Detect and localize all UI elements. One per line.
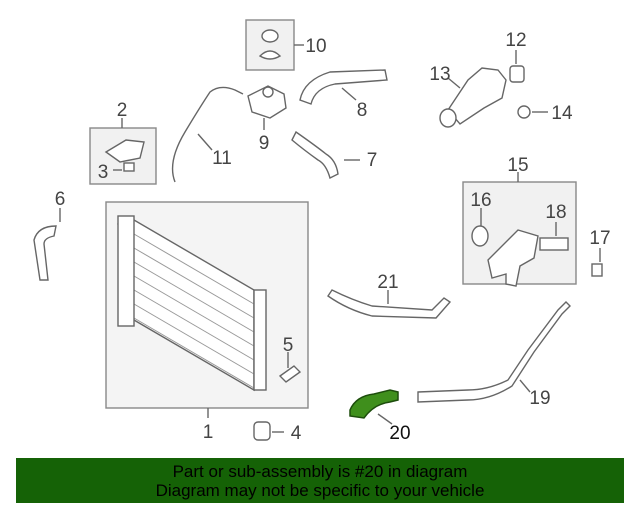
part-7-hose[interactable] (291, 130, 339, 180)
info-banner: Part or sub-assembly is #20 in diagram D… (16, 458, 624, 503)
callout-21: 21 (377, 272, 398, 293)
banner-line-2: Diagram may not be specific to your vehi… (155, 481, 485, 500)
callout-9: 9 (259, 133, 270, 154)
part-6-hose[interactable] (33, 225, 57, 281)
part-20-hose-highlighted[interactable] (349, 389, 399, 425)
callout-15: 15 (507, 155, 528, 176)
callout-1: 1 (203, 422, 214, 443)
part-9-fitting[interactable] (247, 85, 287, 130)
callout-13: 13 (429, 64, 450, 85)
part-15-thermostat-assembly[interactable] (462, 172, 577, 287)
callout-11: 11 (212, 148, 232, 169)
callout-19: 19 (529, 388, 550, 409)
part-8-hose[interactable] (299, 69, 388, 105)
part-5-drain-plug[interactable] (278, 352, 302, 383)
part-14-nut[interactable] (517, 105, 548, 119)
callout-10: 10 (305, 36, 326, 57)
callout-8: 8 (357, 100, 368, 121)
callout-5: 5 (283, 335, 294, 356)
callout-6: 6 (55, 189, 66, 210)
callout-2: 2 (117, 100, 128, 121)
part-10-cap[interactable] (245, 19, 304, 71)
part-13-housing[interactable] (439, 67, 507, 128)
callout-16: 16 (470, 190, 491, 211)
banner-line-1: Part or sub-assembly is #20 in diagram (172, 462, 468, 481)
callout-3: 3 (98, 162, 109, 183)
part-11-hose[interactable] (171, 86, 244, 183)
callout-17: 17 (589, 228, 610, 249)
part-12-sensor[interactable] (509, 50, 525, 83)
callout-20: 20 (389, 423, 410, 444)
callout-14: 14 (551, 103, 573, 124)
callout-18: 18 (545, 202, 566, 223)
part-4-mount[interactable] (253, 421, 284, 441)
part-1-radiator[interactable] (105, 201, 309, 418)
part-17-bolt[interactable] (591, 248, 603, 277)
part-19-pipe[interactable] (417, 301, 571, 403)
callout-7: 7 (367, 150, 378, 171)
callout-12: 12 (505, 30, 526, 51)
part-2-bracket[interactable] (89, 118, 157, 185)
part-21-hose[interactable] (327, 289, 452, 319)
callout-4: 4 (291, 423, 302, 444)
